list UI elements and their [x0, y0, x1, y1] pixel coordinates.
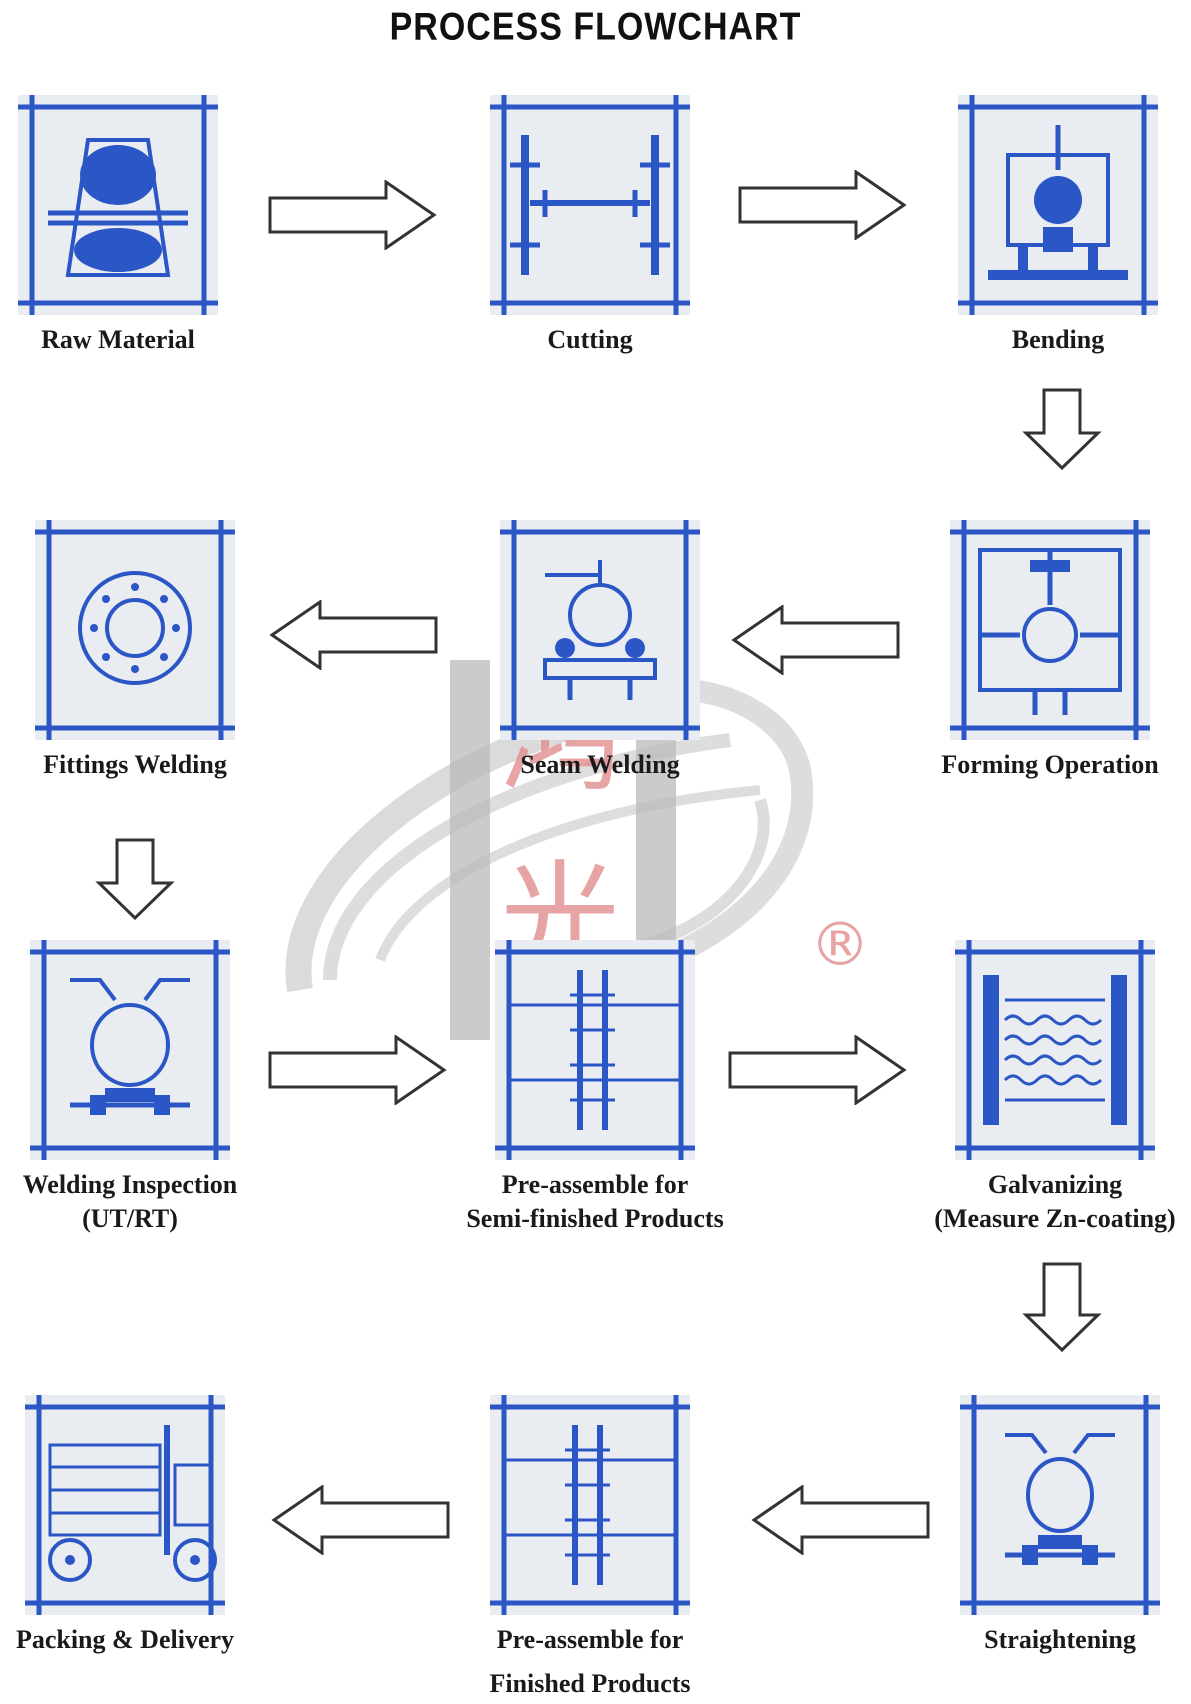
- step-label: Packing & Delivery: [15, 1625, 235, 1654]
- arrow-left-icon: [751, 1485, 930, 1555]
- arrow-right-icon: [268, 1035, 447, 1105]
- step-label: Pre-assemble for Finished Products: [420, 1623, 760, 1701]
- arrow-down-icon: [1022, 388, 1102, 470]
- arrow-right-icon: [268, 180, 437, 250]
- assembly-icon: [490, 1395, 690, 1615]
- forklift-icon: [25, 1395, 225, 1615]
- page-title: PROCESS FLOWCHART: [389, 5, 802, 49]
- galvanizing-bath-icon: [955, 940, 1155, 1160]
- step-label-line2: (UT/RT): [82, 1204, 178, 1233]
- step-label-line2: (Measure Zn-coating): [934, 1204, 1176, 1233]
- watermark-registered: ®: [810, 910, 870, 980]
- cutter-icon: [490, 95, 690, 315]
- arrow-left-icon: [731, 605, 900, 675]
- step-label: Cutting: [547, 325, 633, 354]
- bending-press-icon: [958, 95, 1158, 315]
- assembly-icon: [495, 940, 695, 1160]
- step-label: Fittings Welding: [43, 750, 227, 779]
- arrow-down-icon: [95, 838, 175, 920]
- rollers-icon: [18, 95, 218, 315]
- step-label: Forming Operation: [941, 750, 1159, 779]
- step-label-line1: Welding Inspection: [22, 1170, 238, 1199]
- step-label: Raw Material: [41, 325, 195, 354]
- step-label: Galvanizing (Measure Zn-coating): [885, 1168, 1191, 1236]
- flange-icon: [35, 520, 235, 740]
- inspection-icon: [30, 940, 230, 1160]
- step-label: Welding Inspection (UT/RT): [0, 1168, 300, 1236]
- arrow-down-icon: [1022, 1262, 1102, 1352]
- arrow-left-icon: [271, 1485, 450, 1555]
- step-label: Pre-assemble for Semi-finished Products: [425, 1168, 765, 1236]
- arrow-left-icon: [269, 600, 438, 670]
- arrow-right-icon: [738, 170, 907, 240]
- step-label: Seam Welding: [520, 750, 680, 779]
- step-label-line1: Pre-assemble for: [496, 1625, 684, 1654]
- step-label: Straightening: [984, 1625, 1136, 1654]
- arrow-right-icon: [728, 1035, 907, 1105]
- straightener-icon: [960, 1395, 1160, 1615]
- step-label-line2: Finished Products: [489, 1669, 691, 1698]
- step-label: Bending: [1011, 325, 1105, 354]
- forming-machine-icon: [950, 520, 1150, 740]
- step-label-line2: Semi-finished Products: [466, 1204, 724, 1233]
- seam-welder-icon: [500, 520, 700, 740]
- step-label-line1: Galvanizing: [987, 1170, 1123, 1199]
- step-label-line1: Pre-assemble for: [501, 1170, 689, 1199]
